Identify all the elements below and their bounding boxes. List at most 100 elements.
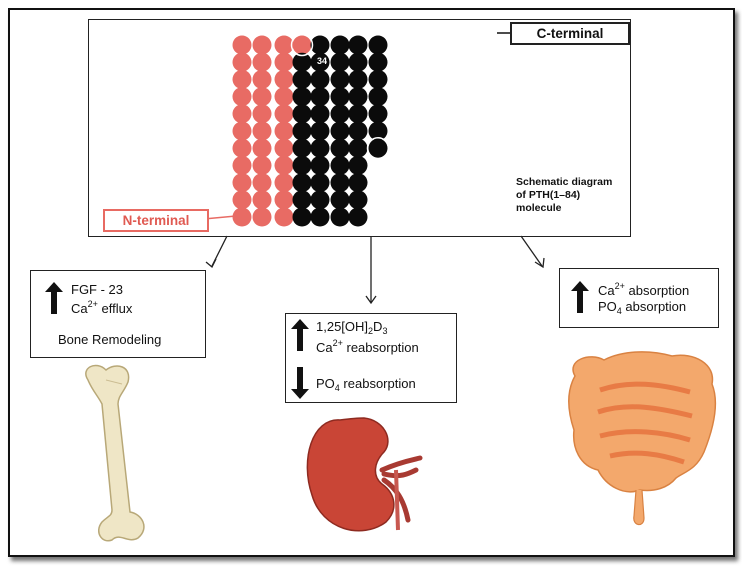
- residue: [252, 138, 272, 158]
- residue: [232, 121, 252, 141]
- residue: [252, 207, 272, 227]
- residue: [292, 87, 312, 107]
- residue: [292, 190, 312, 210]
- residue: [292, 52, 312, 72]
- residue: [348, 173, 368, 193]
- c-terminal-label: C-terminal: [510, 22, 630, 45]
- residue: [310, 69, 330, 89]
- residue: [274, 52, 294, 72]
- residue-34: [292, 35, 312, 55]
- residue: [274, 121, 294, 141]
- molecule-caption: Schematic diagram of PTH(1–84) molecule: [516, 176, 612, 215]
- calcitriol-text: 1,25[OH]2D3: [316, 319, 388, 336]
- residue: [310, 155, 330, 175]
- residue: [348, 207, 368, 227]
- bone-remodeling-text: Bone Remodeling: [58, 332, 162, 347]
- residue: [310, 207, 330, 227]
- residue: [330, 207, 350, 227]
- residue: [252, 87, 272, 107]
- residue-34-label: 34: [316, 56, 327, 66]
- residue: [330, 190, 350, 210]
- femur-bone-illustration: [85, 364, 145, 542]
- residue: [368, 121, 388, 141]
- po4-absorption-text: PO4 absorption: [598, 299, 687, 316]
- residue: [348, 69, 368, 89]
- residue: [252, 69, 272, 89]
- residue-highlight: [290, 33, 314, 57]
- residue: [232, 207, 252, 227]
- residue: [252, 121, 272, 141]
- residue: [310, 52, 330, 72]
- arrow-to-intestine-head: [534, 257, 545, 269]
- residue: [292, 104, 312, 124]
- residue: [292, 121, 312, 141]
- residue: [368, 52, 388, 72]
- residue: [232, 52, 252, 72]
- po4-reabsorption-text: PO4 reabsorption: [316, 376, 416, 393]
- residue: [252, 104, 272, 124]
- residue: [368, 104, 388, 124]
- residue: [348, 87, 368, 107]
- residue: [274, 173, 294, 193]
- residue: [274, 155, 294, 175]
- residue: [368, 87, 388, 107]
- residue: [232, 104, 252, 124]
- residue: [310, 87, 330, 107]
- residue: [232, 190, 252, 210]
- residue: [330, 104, 350, 124]
- residue: [310, 190, 330, 210]
- residue: [274, 104, 294, 124]
- residue: [252, 190, 272, 210]
- residue: [310, 173, 330, 193]
- ca-efflux-text: Ca2+ efflux: [71, 299, 133, 316]
- residue: [330, 35, 350, 55]
- residue: [348, 138, 368, 158]
- arrow-up-icon: [571, 281, 589, 313]
- n-terminal-label: N-terminal: [103, 209, 209, 232]
- residue: [292, 207, 312, 227]
- residue: [232, 155, 252, 175]
- residue: [310, 104, 330, 124]
- intestine-illustration: [568, 351, 717, 526]
- ca-absorption-text: Ca2+ absorption: [598, 281, 690, 298]
- residue: [232, 173, 252, 193]
- residue: [310, 35, 330, 55]
- residue: [368, 69, 388, 89]
- residue-84: [368, 138, 388, 158]
- residue: [330, 155, 350, 175]
- residue: [232, 69, 252, 89]
- residue: [252, 173, 272, 193]
- residue-highlight: [366, 136, 390, 160]
- kidney-illustration: [306, 417, 423, 532]
- caption-line-2: of PTH(1–84): [516, 189, 581, 202]
- residue: [368, 35, 388, 55]
- residue: [274, 87, 294, 107]
- residue: [310, 121, 330, 141]
- residue: [348, 35, 368, 55]
- residue: [252, 155, 272, 175]
- intestine-effect-box: Ca2+ absorption PO4 absorption: [559, 268, 719, 328]
- residue: [310, 138, 330, 158]
- residue: [348, 155, 368, 175]
- residue: [330, 121, 350, 141]
- residue: [232, 35, 252, 55]
- arrow-up-icon: [45, 282, 63, 314]
- kidney-effect-box: 1,25[OH]2D3 Ca2+ reabsorption PO4 reabso…: [285, 313, 457, 403]
- residue: [274, 190, 294, 210]
- residue: [232, 138, 252, 158]
- residue: [292, 69, 312, 89]
- residue: [330, 87, 350, 107]
- residue: [330, 52, 350, 72]
- pth-residue-chain: [232, 33, 390, 227]
- bone-effect-box: FGF - 23 Ca2+ efflux Bone Remodeling: [30, 270, 206, 358]
- residue: [292, 173, 312, 193]
- residue: [330, 138, 350, 158]
- residue: [330, 173, 350, 193]
- arrow-to-kidney-head: [365, 295, 377, 305]
- residue: [292, 138, 312, 158]
- arrow-down-icon: [291, 367, 309, 399]
- residue: [252, 35, 272, 55]
- residue: [348, 52, 368, 72]
- residue: [348, 121, 368, 141]
- effect-arrows: [205, 235, 545, 305]
